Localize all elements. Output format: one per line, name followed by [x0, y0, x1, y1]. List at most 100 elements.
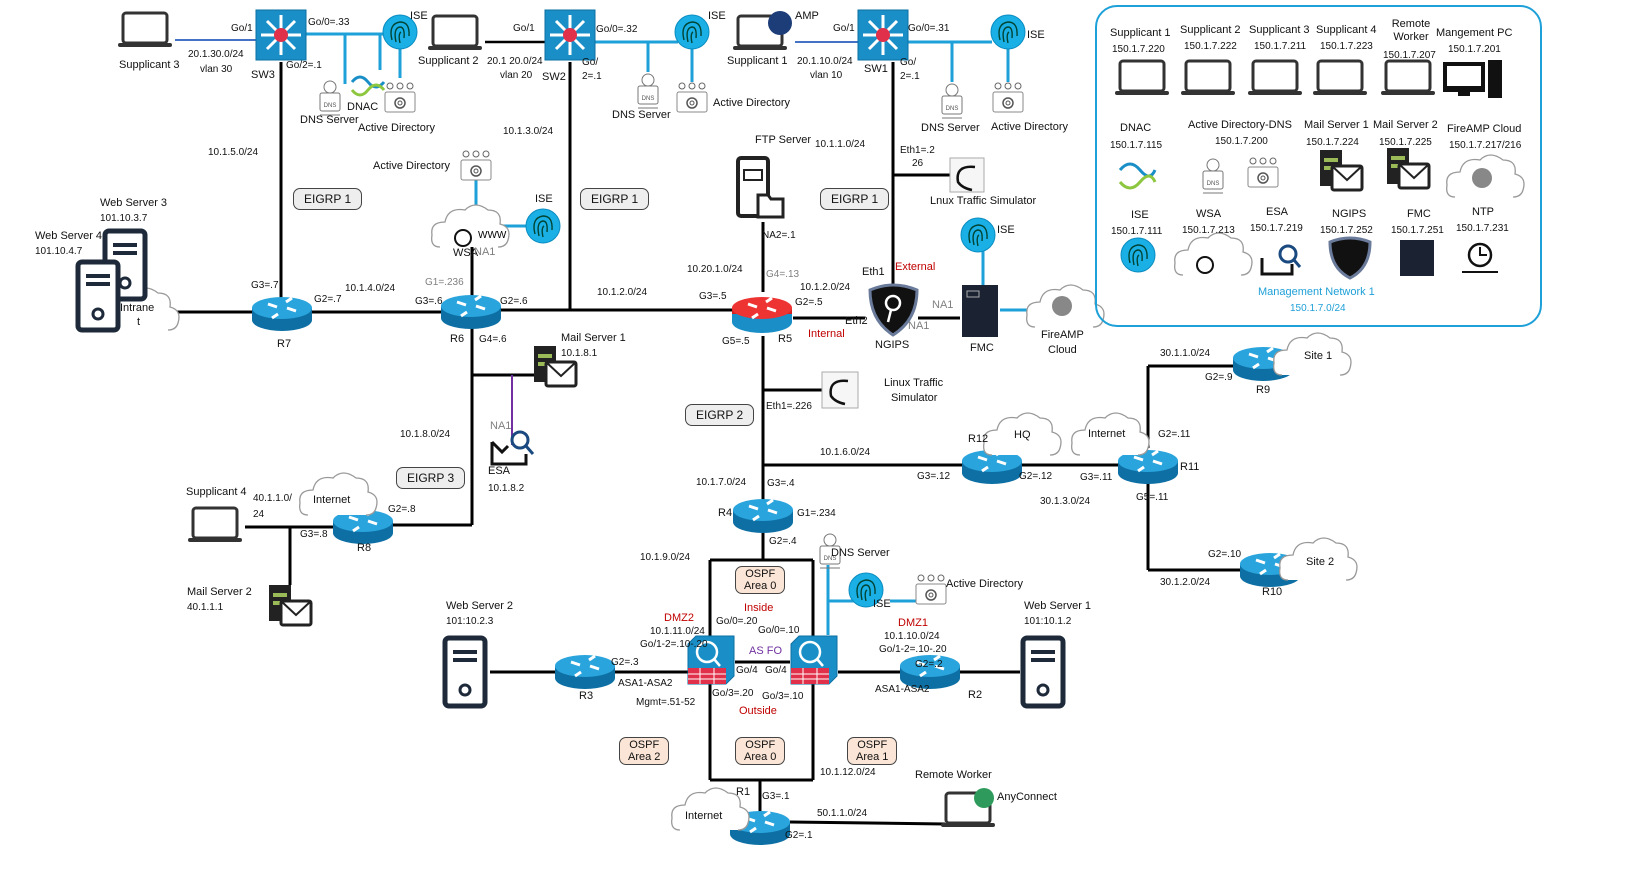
active-directory-icon[interactable]: [460, 150, 492, 181]
site2-label: Site 2: [1306, 556, 1335, 568]
r5-net20: 10.20.1.0/24: [687, 264, 743, 275]
router-r11[interactable]: [1116, 448, 1180, 486]
dns-server-icon[interactable]: [637, 73, 659, 109]
sw1-vlan: vlan 10: [810, 70, 843, 81]
asa1-g00: Go/0=.20: [716, 616, 758, 627]
supplicant2-label: Supplicant 2: [418, 55, 479, 67]
r4-r12-subnet: 10.1.6.0/24: [820, 447, 871, 458]
linux-traffic-simulator-icon[interactable]: [821, 371, 859, 409]
asa-pair-left: ASA1-ASA2: [618, 678, 673, 689]
sw2-uplink-subnet: 10.1.3.0/24: [503, 126, 554, 137]
ise-icon[interactable]: [525, 208, 561, 244]
dmz2-if: Go/1-2=.10-.20: [640, 639, 708, 650]
sw1-g02b: 2=.1: [900, 71, 920, 82]
switch-sw3[interactable]: [254, 8, 308, 62]
amp-label: AMP: [795, 10, 819, 22]
web-server-3-name: Web Server 3: [100, 197, 168, 209]
router-r5[interactable]: [730, 295, 794, 335]
dns-server-icon[interactable]: [941, 83, 963, 119]
r6-g1: G1=.236: [425, 277, 464, 288]
fmc-na1: NA1: [932, 299, 954, 311]
router-r7[interactable]: [250, 295, 314, 333]
r8-subnet-b: 24: [253, 509, 265, 520]
remote-worker-label: Remote Worker: [915, 769, 992, 781]
switch-sw1[interactable]: [856, 8, 910, 62]
active-directory-icon[interactable]: [915, 574, 947, 605]
r8-g2: G2=.8: [388, 504, 416, 515]
ospf-area: Area 0: [744, 580, 777, 592]
dmz1-label: DMZ1: [898, 617, 928, 629]
web-server-4-icon[interactable]: [78, 262, 118, 330]
ftp-server-icon[interactable]: [736, 156, 785, 219]
active-directory-icon[interactable]: [384, 82, 416, 113]
router-r8[interactable]: [331, 508, 395, 546]
router-r3[interactable]: [553, 653, 617, 691]
r5-g5: G5=.5: [722, 336, 750, 347]
dnac-icon[interactable]: [350, 75, 386, 97]
r11-cloud-label: Internet: [1088, 428, 1126, 440]
ngips-na1: NA1: [908, 320, 930, 332]
dns-label: DNS Server: [921, 122, 980, 134]
esa-icon[interactable]: [490, 430, 535, 466]
sw2-g01: Go/1: [513, 23, 535, 34]
fireamp-label-2: Cloud: [1048, 344, 1077, 356]
esa-ip: 10.1.8.2: [488, 483, 525, 494]
ise-icon[interactable]: [960, 217, 996, 253]
linux-traffic-simulator-icon[interactable]: [949, 157, 985, 193]
web-server-2-icon[interactable]: [445, 638, 485, 706]
dns-server-icon[interactable]: [319, 80, 341, 116]
eigrp-tag: EIGRP 1: [580, 188, 650, 210]
r6-r8-subnet: 10.1.8.0/24: [400, 429, 451, 440]
r10-label: R10: [1262, 586, 1283, 598]
dmz1-if: Go/1-2=.10-.20: [879, 644, 947, 655]
active-directory-icon[interactable]: [992, 82, 1024, 113]
fmc-icon[interactable]: [962, 285, 998, 337]
r7-g3: G3=.7: [251, 280, 279, 291]
sw2-g02a: Go/: [582, 57, 599, 68]
active-directory-icon[interactable]: [676, 82, 708, 113]
web-server-4-name: Web Server 4: [35, 230, 103, 242]
ospf-area: Area 1: [856, 751, 889, 763]
r11-g3: G3=.11: [1080, 472, 1113, 483]
ise-label: ISE: [410, 10, 428, 22]
laptop-icon-supplicant4[interactable]: [186, 506, 244, 544]
esa-na1: NA1: [490, 420, 512, 432]
ospf-label: OSPF: [745, 568, 776, 580]
router-r4[interactable]: [731, 497, 795, 535]
sw1-g00: Go/0=.31: [908, 23, 950, 34]
mgmt-pc-name: Mangement PC: [1436, 27, 1513, 39]
mgmt-wsa-ip: 150.1.7.213: [1182, 225, 1235, 236]
ngips-icon[interactable]: [868, 283, 919, 337]
dns-label: DNS Server: [612, 109, 671, 121]
r6-g2: G2=.6: [500, 296, 528, 307]
sw1-label: SW1: [864, 63, 888, 75]
r1-net12: 10.1.12.0/24: [820, 767, 876, 778]
asa2-g04: Go/4: [765, 665, 787, 676]
mail-server-2-icon[interactable]: [267, 583, 313, 627]
ise-label: ISE: [1027, 29, 1045, 41]
mgmt-network-subnet: 150.1.7.0/24: [1290, 303, 1346, 314]
switch-sw2[interactable]: [543, 8, 597, 62]
r2-label: R2: [968, 689, 983, 701]
laptop-icon-supplicant3[interactable]: [116, 11, 174, 49]
r8-label: R8: [357, 542, 372, 554]
mail-server-1-name: Mail Server 1: [561, 332, 626, 344]
router-r6[interactable]: [439, 293, 503, 331]
r7-label: R7: [277, 338, 292, 350]
management-network-box: [1095, 5, 1542, 327]
ise-icon[interactable]: [674, 14, 710, 50]
mgmt-fmc-ip: 150.1.7.251: [1391, 225, 1444, 236]
ise-icon[interactable]: [990, 14, 1026, 50]
wsa-icon[interactable]: WWW: [431, 204, 510, 248]
mgmt-supplicant3-name: Supplicant 3: [1249, 24, 1310, 36]
firewall-asa2[interactable]: [789, 634, 839, 686]
r7-g2: G2=.7: [314, 294, 342, 305]
esa-label: ESA: [488, 465, 511, 477]
r10-g2: G2=.10: [1208, 549, 1242, 560]
web-server-1-icon[interactable]: [1023, 638, 1063, 706]
ospf-label: OSPF: [745, 739, 776, 751]
r4-net7: 10.1.7.0/24: [696, 477, 747, 488]
laptop-icon-supplicant2[interactable]: [426, 14, 484, 52]
